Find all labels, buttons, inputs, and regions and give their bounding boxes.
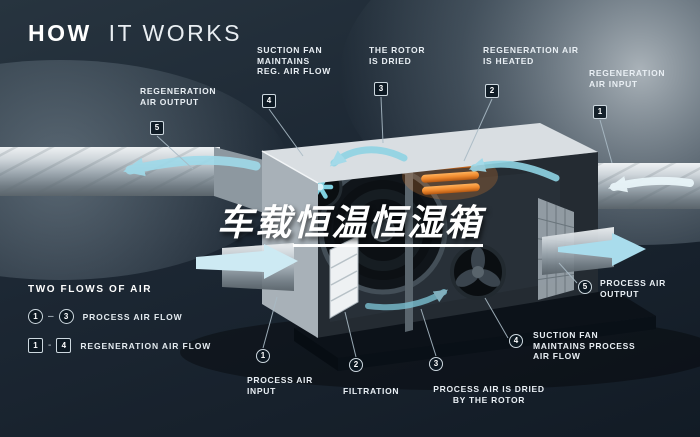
callout-label-suction-fan-process: SUCTION FAN MAINTAINS PROCESS AIR FLOW: [533, 330, 636, 361]
callout-label-regeneration-air-input: REGENERATION AIR INPUT: [589, 68, 666, 89]
process-flow-arrow: [365, 289, 449, 311]
title-bold: HOW: [28, 20, 92, 46]
legend-dash: -: [48, 340, 52, 351]
legend-badge-process-from: 1: [28, 309, 43, 324]
rotor-flow-arrow: [329, 146, 408, 167]
filter-panel: [329, 235, 359, 319]
callout-badge-proc-4: 4: [509, 334, 523, 348]
callout-badge-proc-3: 3: [429, 357, 443, 371]
legend-title: TWO FLOWS OF AIR: [28, 284, 153, 295]
process-output-arrow: [558, 233, 646, 266]
regeneration-output-arrow: [123, 155, 261, 177]
callout-badge-reg-4: 4: [262, 94, 276, 108]
callout-label-regeneration-air-output: REGENERATION AIR OUTPUT: [140, 86, 217, 107]
regeneration-input-arrow: [607, 176, 694, 193]
legend-label-regeneration: REGENERATION AIR FLOW: [80, 340, 212, 351]
process-input-arrow: [196, 244, 298, 279]
callout-label-regeneration-air-heated: REGENERATION AIR IS HEATED: [483, 45, 579, 66]
watermark-text: 车载恒温恒湿箱: [0, 194, 700, 247]
page-title: HOW IT WORKS: [28, 20, 242, 47]
machine-base: [294, 290, 656, 371]
callout-label-process-air-output: PROCESS AIR OUTPUT: [600, 278, 666, 299]
watermark-prefix: 车载: [216, 202, 293, 243]
callout-label-process-air-input: PROCESS AIR INPUT: [247, 375, 313, 396]
legend: TWO FLOWS OF AIR 1 – 3 PROCESS AIR FLOW …: [28, 284, 211, 367]
callout-label-rotor-dried: THE ROTOR IS DRIED: [369, 45, 426, 66]
legend-badge-regeneration-from: 1: [28, 338, 43, 353]
watermark-underlined: 恒温恒湿箱: [293, 202, 484, 247]
legend-label-process: PROCESS AIR FLOW: [82, 311, 183, 322]
callout-label-process-air-dried: PROCESS AIR IS DRIED BY THE ROTOR: [433, 384, 545, 405]
callout-badge-proc-1: 1: [256, 349, 270, 363]
legend-badge-process-to: 3: [58, 309, 74, 324]
regeneration-flow-arrow: [468, 157, 560, 182]
callout-badge-reg-3: 3: [374, 82, 388, 96]
legend-dash: –: [48, 311, 54, 322]
callout-badge-proc-2: 2: [349, 358, 363, 372]
legend-row-process-air-flow: 1 – 3 PROCESS AIR FLOW: [28, 309, 211, 324]
callout-label-filtration: FILTRATION: [343, 386, 400, 396]
title-light: IT WORKS: [108, 20, 242, 46]
callout-lines: [156, 96, 613, 358]
callout-label-suction-fan-reg: SUCTION FAN MAINTAINS REG. AIR FLOW: [257, 45, 331, 76]
process-fan: [450, 244, 506, 300]
callout-badge-reg-2: 2: [485, 84, 499, 98]
legend-row-regeneration-air-flow: 1 - 4 REGENERATION AIR FLOW: [28, 338, 211, 353]
callout-badge-reg-5: 5: [150, 121, 164, 135]
legend-badge-regeneration-to: 4: [56, 338, 72, 353]
regeneration-output-duct: [0, 147, 264, 213]
divider-wall: [405, 167, 413, 332]
callout-badge-reg-1: 1: [593, 105, 607, 119]
callout-badge-proc-5: 5: [578, 280, 592, 294]
